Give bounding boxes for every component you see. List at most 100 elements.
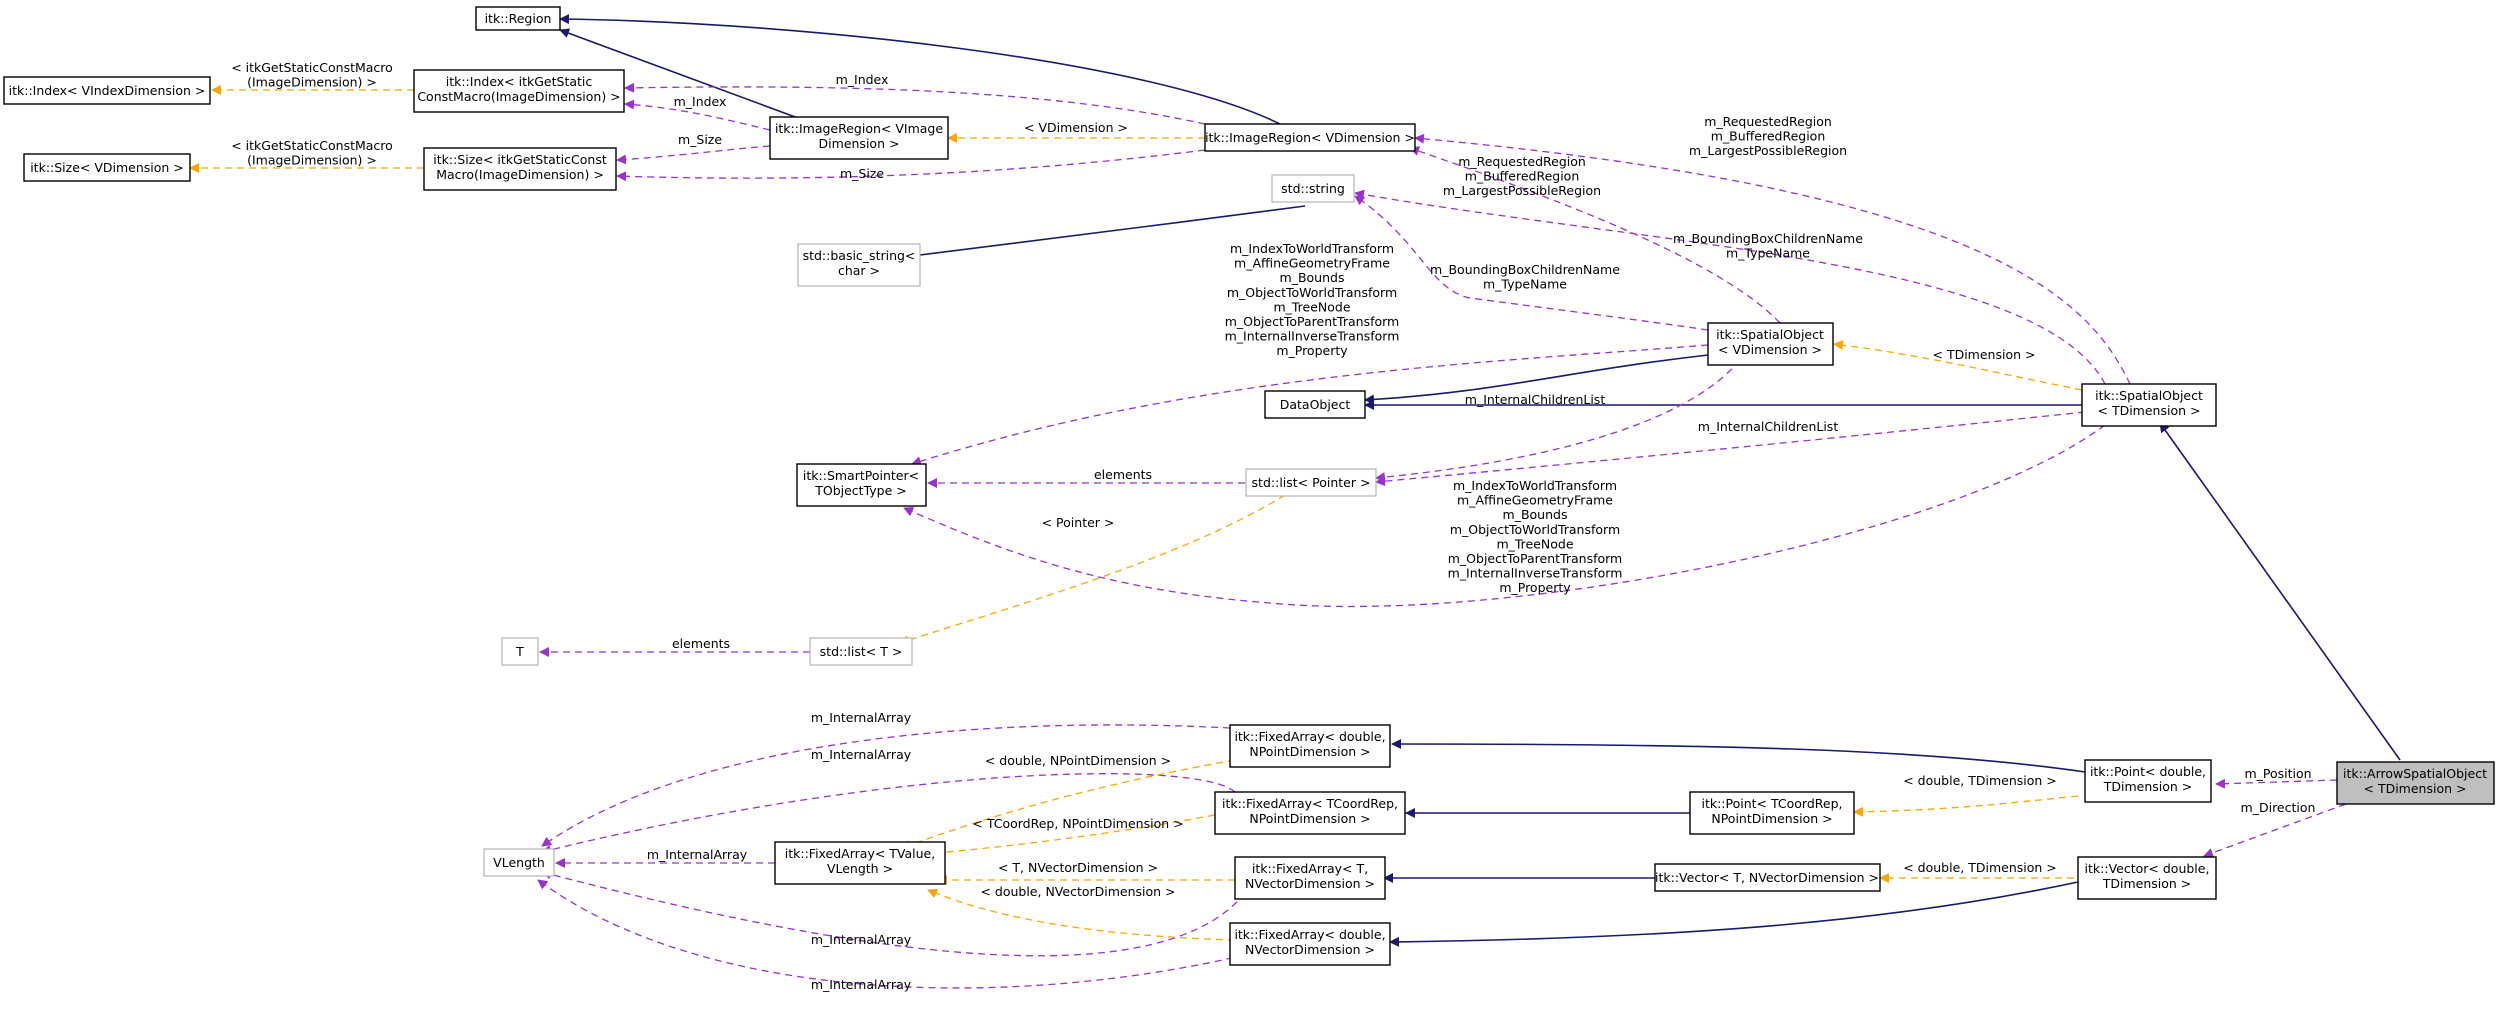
- node-label-line: Dimension >: [819, 136, 900, 151]
- node-itk-point-tcoordrep-npointdimension[interactable]: itk::Point< TCoordRep,NPointDimension >: [1689, 791, 1855, 835]
- edge-label-line: < double, TDimension >: [1903, 860, 2057, 875]
- node-itk-spatialobject-tdimension[interactable]: itk::SpatialObject< TDimension >: [2081, 383, 2217, 427]
- edge-label-line: m_Position: [2244, 766, 2311, 781]
- node-label-line: < TDimension >: [2364, 781, 2467, 796]
- edge-region-to-imageregion-vdimension: [559, 14, 1281, 125]
- edge-list-pointer-to-spatial-t: [1375, 411, 2086, 487]
- label-vdimension: < VDimension >: [1024, 120, 1128, 135]
- edge-vlength-to-fa-tcoord-np: [541, 773, 1236, 855]
- node-itk-index-vindexdimension[interactable]: itk::Index< VIndexDimension >: [3, 76, 211, 105]
- edge-label-line: m_Index: [674, 94, 727, 109]
- edge-label-line: m_IndexToWorldTransform: [1453, 478, 1617, 493]
- node-itk-region[interactable]: itk::Region: [475, 6, 561, 31]
- edge-label-line: m_RequestedRegion: [1458, 154, 1586, 169]
- label-m-size-bottom: m_Size: [840, 166, 884, 181]
- edge-label-line: m_BufferedRegion: [1711, 129, 1826, 144]
- edge-index-m-to-imageregion-vdim: [624, 82, 1206, 125]
- node-std-basic-string[interactable]: std::basic_string<char >: [797, 243, 921, 287]
- node-itk-imageregion-vdimension[interactable]: itk::ImageRegion< VDimension >: [1204, 123, 1416, 152]
- label-m-position: m_Position: [2244, 766, 2311, 781]
- label-children-spatial-t: m_InternalChildrenList: [1698, 419, 1839, 434]
- edge-list-pointer-to-list-t: [899, 494, 1286, 645]
- label-internal-array-2: m_InternalArray: [811, 747, 912, 762]
- edge-label-line: m_Bounds: [1503, 507, 1568, 522]
- node-std-list-pointer[interactable]: std::list< Pointer >: [1245, 468, 1377, 497]
- edge-list-pointer-to-spatial-v: [1375, 359, 1741, 483]
- node-itk-size-vdimension[interactable]: itk::Size< VDimension >: [23, 153, 191, 182]
- node-label-line: < TDimension >: [2098, 403, 2201, 418]
- node-label-line: NPointDimension >: [1249, 811, 1370, 826]
- edge-smartpointer-to-spatial-v: [911, 344, 1709, 467]
- label-index-template: < itkGetStaticConstMacro(ImageDimension)…: [231, 60, 393, 90]
- edge-label-line: m_InternalArray: [811, 932, 912, 947]
- node-itk-fixedarray-double-npointdimension[interactable]: itk::FixedArray< double,NPointDimension …: [1229, 724, 1391, 768]
- edge-label-line: elements: [1094, 467, 1152, 482]
- node-label-line: itk::ImageRegion< VDimension >: [1205, 130, 1415, 145]
- edge-label-line: m_Property: [1276, 343, 1348, 358]
- svg-text:itk::FixedArray< TCoordRep,NPo: itk::FixedArray< TCoordRep,NPointDimensi…: [1222, 796, 1398, 826]
- edge-label-line: m_InternalArray: [811, 710, 912, 725]
- node-itk-point-double-tdimension[interactable]: itk::Point< double,TDimension >: [2084, 759, 2212, 803]
- node-label-line: ConstMacro(ImageDimension) >: [417, 89, 620, 104]
- edge-label-line: m_Size: [678, 132, 722, 147]
- svg-text:itk::FixedArray< T,NVectorDime: itk::FixedArray< T,NVectorDimension >: [1245, 861, 1375, 891]
- node-label-line: NPointDimension >: [1711, 811, 1832, 826]
- node-itk-fixedarray-tvalue-vlength[interactable]: itk::FixedArray< TValue,VLength >: [774, 841, 946, 885]
- edge-label-line: m_ObjectToParentTransform: [1448, 551, 1623, 566]
- node-itk-fixedarray-double-nvectordimension[interactable]: itk::FixedArray< double,NVectorDimension…: [1229, 922, 1391, 966]
- edge-fa-tvalue-to-fa-double-nv: [927, 888, 1236, 941]
- node-label-line: T: [515, 644, 524, 659]
- edge-label-line: m_InternalArray: [647, 847, 748, 862]
- node-label-line: itk::Size< VDimension >: [30, 160, 184, 175]
- svg-text:itk::FixedArray< double,NVecto: itk::FixedArray< double,NVectorDimension…: [1234, 927, 1385, 957]
- svg-text:itk::SmartPointer<TObjectType: itk::SmartPointer<TObjectType >: [803, 468, 919, 498]
- edge-dataobject-to-spatial-v: [1364, 354, 1709, 405]
- edge-label-line: < VDimension >: [1024, 120, 1128, 135]
- edge-size-m-to-imageregion-vimage: [616, 145, 771, 165]
- svg-text:itk::SpatialObject< TDimension: itk::SpatialObject< TDimension >: [2095, 388, 2203, 418]
- node-t[interactable]: T: [501, 637, 539, 666]
- node-label-line: itk::Index< itkGetStatic: [446, 74, 593, 89]
- edge-fa-double-np-to-point-double: [1391, 739, 2086, 773]
- node-itk-vector-t-nvectordimension[interactable]: itk::Vector< T, NVectorDimension >: [1654, 863, 1881, 892]
- edge-label-line: m_InternalInverseTransform: [1225, 329, 1400, 344]
- label-pointer-template: < Pointer >: [1042, 515, 1115, 530]
- edge-label-line: m_ObjectToWorldTransform: [1227, 285, 1397, 300]
- node-itk-fixedarray-t-nvectordimension[interactable]: itk::FixedArray< T,NVectorDimension >: [1234, 856, 1386, 900]
- node-vlength[interactable]: VLength: [483, 848, 555, 877]
- label-double-npoint: < double, NPointDimension >: [985, 753, 1171, 768]
- node-label-line: NPointDimension >: [1249, 744, 1370, 759]
- edge-label-line: m_LargestPossibleRegion: [1443, 183, 1601, 198]
- label-double-tdimension-point: < double, TDimension >: [1903, 773, 2057, 788]
- edge-point-tcoord-to-point-double: [1853, 795, 2079, 817]
- node-dataobject[interactable]: DataObject: [1264, 390, 1366, 419]
- edge-basic-string-to-std-string: [903, 205, 1306, 261]
- node-itk-spatialobject-vdimension[interactable]: itk::SpatialObject< VDimension >: [1707, 322, 1834, 366]
- svg-text:itk::FixedArray< TValue,VLengt: itk::FixedArray< TValue,VLength >: [785, 846, 935, 876]
- node-itk-arrowspatialobject-tdimension[interactable]: itk::ArrowSpatialObject< TDimension >: [2336, 761, 2495, 805]
- node-itk-fixedarray-tcoordrep-npointdimension[interactable]: itk::FixedArray< TCoordRep,NPointDimensi…: [1214, 791, 1406, 835]
- node-std-string[interactable]: std::string: [1271, 174, 1355, 203]
- label-m-index-top: m_Index: [836, 72, 889, 87]
- edge-label-line: < double, TDimension >: [1903, 773, 2057, 788]
- svg-text:std::basic_string<char >: std::basic_string<char >: [803, 248, 916, 278]
- edge-label-line: m_AffineGeometryFrame: [1457, 493, 1613, 508]
- node-itk-smartpointer[interactable]: itk::SmartPointer<TObjectType >: [796, 463, 927, 507]
- node-itk-vector-double-tdimension[interactable]: itk::Vector< double,TDimension >: [2077, 856, 2217, 900]
- svg-text:itk::Size< VDimension >: itk::Size< VDimension >: [30, 160, 184, 175]
- edge-label-line: m_RequestedRegion: [1704, 114, 1832, 129]
- edge-spatial-v-to-spatial-t: [1833, 340, 2083, 391]
- node-label-line: itk::FixedArray< T,: [1252, 861, 1368, 876]
- edge-label-line: m_BoundingBoxChildrenName: [1430, 262, 1620, 277]
- edge-label-line: m_TypeName: [1726, 246, 1810, 261]
- edge-std-string-to-spatial-t: [1354, 189, 2106, 385]
- node-std-list-t[interactable]: std::list< T >: [809, 637, 913, 666]
- svg-text:itk::FixedArray< double,NPoint: itk::FixedArray< double,NPointDimension …: [1234, 729, 1385, 759]
- edge-label-line: m_TreeNode: [1496, 536, 1573, 551]
